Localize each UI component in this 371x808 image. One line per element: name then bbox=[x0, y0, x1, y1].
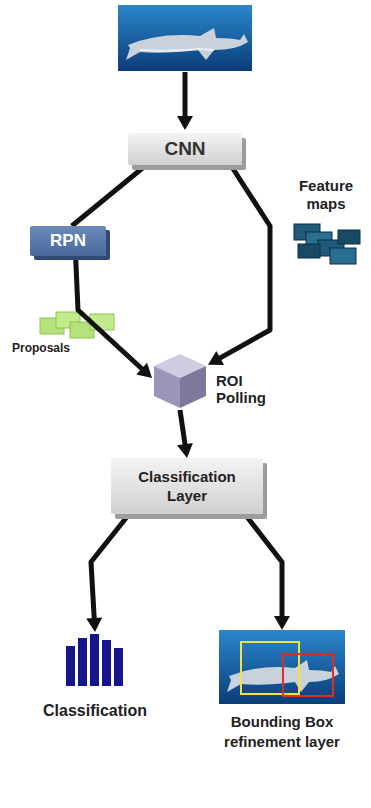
process-box: Classification Layer bbox=[111, 458, 263, 514]
free-label: Feature maps bbox=[286, 177, 366, 213]
bbox-photo bbox=[219, 630, 345, 704]
bar-chart-icon bbox=[64, 632, 126, 688]
connector-line bbox=[245, 514, 282, 618]
process-box: CNN bbox=[128, 133, 242, 165]
node-text: Bounding Box refinement layer bbox=[206, 712, 358, 751]
arrowhead bbox=[177, 443, 193, 458]
shark-photo bbox=[118, 5, 252, 71]
feature-map-stack bbox=[294, 224, 360, 264]
roi-cube bbox=[152, 352, 208, 410]
connector-arrow bbox=[86, 514, 129, 632]
image-arrow bbox=[177, 72, 193, 130]
output-icon: Classification bbox=[30, 632, 160, 726]
connector-arrow bbox=[177, 410, 193, 458]
connector-line bbox=[218, 165, 270, 359]
connector-arrow bbox=[72, 165, 146, 226]
arrowhead bbox=[86, 618, 102, 632]
node-text: RPN bbox=[50, 231, 86, 251]
connector-line bbox=[76, 256, 144, 370]
connector-arrow bbox=[76, 256, 152, 378]
node-text: ROI Polling bbox=[216, 372, 264, 407]
arrowhead bbox=[274, 616, 290, 630]
connector-line bbox=[180, 410, 185, 446]
arrowhead bbox=[208, 351, 224, 365]
connector-line bbox=[91, 514, 129, 620]
arrowhead bbox=[136, 363, 152, 378]
node-text: Classification bbox=[30, 702, 160, 720]
connector-line bbox=[72, 165, 146, 226]
connector-arrow bbox=[208, 165, 270, 365]
node-text: Classification Layer bbox=[111, 467, 263, 506]
node-text: CNN bbox=[164, 138, 205, 160]
process-box: RPN bbox=[30, 226, 106, 256]
free-label: Proposals bbox=[8, 341, 74, 355]
connector-arrow bbox=[245, 514, 290, 630]
output-icon: Bounding Box refinement layer bbox=[206, 630, 358, 794]
roi-pooling-cube: ROI Polling bbox=[152, 352, 266, 412]
